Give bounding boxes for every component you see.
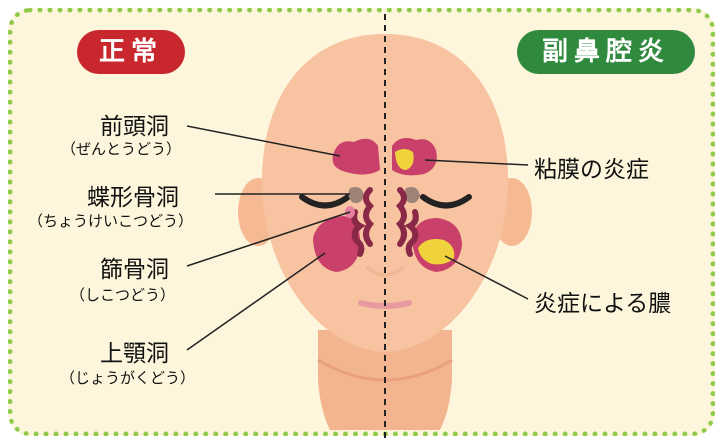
leader-maxillary (186, 252, 326, 351)
nasal-turbinate-left (363, 187, 375, 247)
label-sphenoid-sinus: 蝶形骨洞 (87, 185, 179, 211)
leader-frontal (186, 125, 341, 157)
left-eye (299, 194, 351, 209)
leader-mucosa (424, 159, 529, 166)
label-ethmoid-sinus: 篩骨洞 (100, 257, 169, 283)
sphenoid-sinus-right (404, 187, 420, 204)
nose (366, 266, 404, 277)
label-mucosa-inflammation: 粘膜の炎症 (534, 157, 649, 183)
label-pus-from-inflammation: 炎症による膿 (534, 291, 672, 317)
reading-ethmoid-sinus: （しこつどう） (70, 286, 176, 304)
reading-maxillary-sinus: （じょうがくどう） (60, 369, 196, 387)
reading-sphenoid-sinus: （ちょうけいこつどう） (28, 212, 194, 230)
leader-ethmoid (186, 211, 351, 267)
frontal-sinus-left (332, 138, 380, 175)
leader-pus (444, 255, 529, 300)
label-frontal-sinus: 前頭洞 (100, 114, 169, 140)
label-maxillary-sinus: 上顎洞 (100, 341, 169, 367)
frontal-sinus-pus (395, 149, 414, 170)
maxillary-sinus-left (313, 216, 361, 272)
normal-badge: 正常 (77, 30, 185, 74)
sinusitis-badge: 副鼻腔炎 (517, 30, 695, 74)
ethmoid-sinus-left (351, 209, 366, 257)
sphenoid-sinus-left (348, 187, 364, 204)
reading-frontal-sinus: （ぜんとうどう） (61, 140, 182, 158)
ethmoid-sinus-right (404, 209, 419, 257)
maxillary-sinus-pus (418, 239, 455, 265)
nasal-turbinate-right (395, 187, 407, 247)
right-eye (420, 194, 472, 209)
